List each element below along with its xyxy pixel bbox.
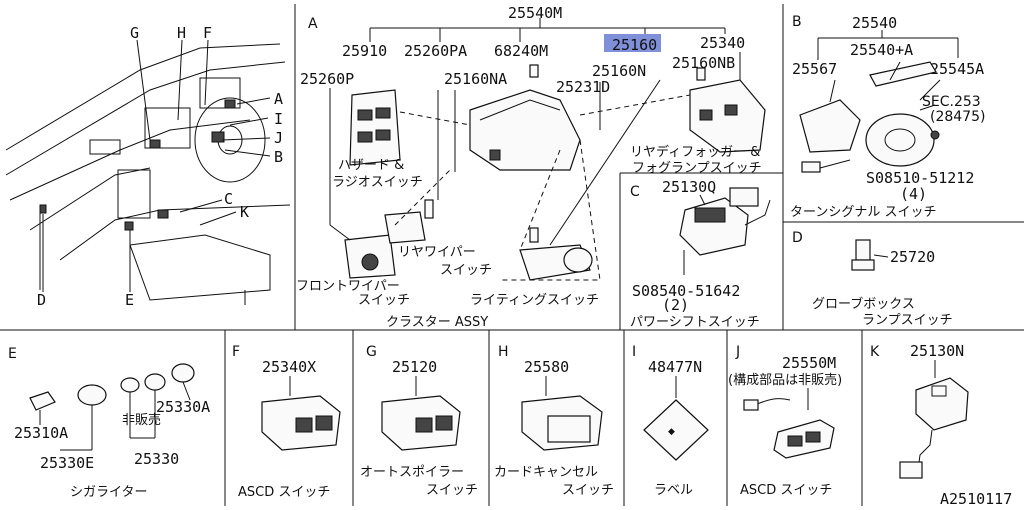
- part-25160n: 25160N: [592, 62, 646, 80]
- caption-hazard-2: ラジオスイッチ: [332, 175, 423, 190]
- highlight-25160: [604, 34, 661, 52]
- caption-card-cancel-2: スイッチ: [562, 483, 614, 498]
- part-25580: 25580: [524, 358, 569, 376]
- panel-grid: [0, 4, 1024, 506]
- callout-d: D: [37, 291, 46, 309]
- caption-auto-spoiler-2: スイッチ: [426, 483, 478, 498]
- part-48477n: 48477N: [648, 358, 702, 376]
- caption-turn-signal: ターンシグナル スイッチ: [790, 205, 936, 220]
- callout-a: A: [274, 90, 283, 108]
- callout-i: I: [274, 110, 283, 128]
- callout-c: C: [224, 190, 233, 208]
- qty-2: (2): [662, 296, 689, 314]
- panel-i: I 48477N ◆ ラベル: [632, 344, 709, 498]
- part-25120: 25120: [392, 358, 437, 376]
- caption-reardef-1: リヤディフォッガー &: [630, 144, 760, 160]
- caption-hazard-1: ハザード &: [338, 158, 404, 173]
- caption-power-shift: パワーシフトスイッチ: [630, 315, 760, 330]
- part-25550m: 25550M: [782, 354, 836, 372]
- ref-28475: (28475): [930, 109, 985, 125]
- panel-b: B 25540 25540+A 25567 25545A SEC.253 (28…: [790, 14, 985, 220]
- callout-b: B: [274, 148, 283, 166]
- panel-k: K 25130N: [870, 342, 969, 479]
- panel-a-letter: A: [308, 16, 318, 32]
- panel-b-letter: B: [792, 14, 802, 30]
- caption-lighting: ライティングスイッチ: [470, 293, 599, 308]
- part-25340: 25340: [700, 34, 745, 52]
- panel-d: D 25720 グローブボックス ランプスイッチ: [792, 230, 953, 328]
- caption-frontwiper-1: フロントワイパー: [296, 279, 400, 294]
- caption-rearwiper-2: スイッチ: [440, 263, 492, 278]
- callout-g: G: [130, 24, 139, 42]
- caption-ascd-f: ASCD スイッチ: [238, 485, 330, 500]
- overview-letters: G H F A I J B C K D E: [37, 24, 283, 309]
- part-25260p: 25260P: [300, 70, 354, 88]
- part-25567: 25567: [792, 60, 837, 78]
- part-25260pa: 25260PA: [404, 42, 467, 60]
- part-25720: 25720: [890, 248, 935, 266]
- caption-label: ラベル: [654, 483, 693, 498]
- caption-rearwiper-1: リヤワイパー: [398, 245, 476, 260]
- part-25160na: 25160NA: [444, 70, 507, 88]
- part-25130n: 25130N: [910, 342, 964, 360]
- callout-k: K: [240, 203, 249, 221]
- caption-card-cancel-1: カードキャンセル: [494, 465, 598, 480]
- callout-f: F: [203, 24, 212, 42]
- part-25330: 25330: [134, 450, 179, 468]
- part-25540a: 25540+A: [850, 41, 913, 59]
- part-25340x: 25340X: [262, 358, 316, 376]
- part-68240m: 68240M: [494, 42, 548, 60]
- svg-text:◆: ◆: [668, 427, 675, 437]
- caption-cluster: クラスター ASSY: [386, 315, 488, 330]
- panel-e-letter: E: [8, 346, 17, 362]
- panel-c: C 25130Q S08540-51642 (2) パワーシフトスイッチ: [630, 178, 771, 330]
- panel-a: A 25540M 25910 25260PA 68240M 25160 2534…: [296, 4, 766, 330]
- panel-i-letter: I: [632, 344, 636, 360]
- panel-g: G 25120 オートスポイラー スイッチ: [360, 344, 478, 498]
- callout-h: H: [177, 24, 186, 42]
- caption-cigar-lighter: シガライター: [70, 485, 147, 500]
- ref-sec253: SEC.253: [922, 94, 981, 110]
- caption-ascd-j: ASCD スイッチ: [740, 483, 832, 498]
- qty-4: (4): [900, 185, 927, 203]
- panel-f: F 25340X ASCD スイッチ: [232, 344, 341, 500]
- caption-auto-spoiler-1: オートスポイラー: [360, 465, 464, 480]
- part-25231d: 25231D: [556, 78, 610, 96]
- panel-d-letter: D: [792, 230, 803, 246]
- panel-j: J 25550M (構成部品は非販売) ASCD スイッチ: [728, 344, 842, 498]
- note-parts-not-sold: (構成部品は非販売): [728, 372, 842, 388]
- callout-j: J: [274, 129, 283, 147]
- part-25130q: 25130Q: [662, 178, 716, 196]
- caption-glove-box-1: グローブボックス: [812, 296, 915, 312]
- part-25330a: 25330A: [156, 398, 210, 416]
- caption-frontwiper-2: スイッチ: [358, 293, 410, 308]
- part-25330e: 25330E: [40, 454, 94, 472]
- part-25540: 25540: [852, 14, 897, 32]
- note-not-sold: 非販売: [122, 412, 161, 428]
- part-25310a: 25310A: [14, 424, 68, 442]
- dashboard-overview: [5, 39, 291, 305]
- part-08540-51642: S08540-51642: [632, 282, 740, 300]
- panel-f-letter: F: [232, 344, 240, 360]
- caption-reardef-2: フォグランプスイッチ: [632, 161, 762, 176]
- part-25540m: 25540M: [508, 4, 562, 22]
- panel-g-letter: G: [366, 344, 377, 360]
- panel-e: E 25310A 25330E 非販売 25330A 25330 シガライター: [8, 346, 210, 500]
- panel-h-letter: H: [498, 344, 509, 360]
- figure-id: A2510117: [940, 490, 1012, 508]
- panel-k-letter: K: [870, 344, 880, 360]
- part-08510-51212: S08510-51212: [866, 169, 974, 187]
- part-25160nb: 25160NB: [672, 54, 735, 72]
- part-25160: 25160: [612, 36, 657, 54]
- panel-j-letter: J: [735, 344, 740, 360]
- panel-c-letter: C: [630, 184, 640, 200]
- part-25910: 25910: [342, 42, 387, 60]
- caption-glove-box-2: ランプスイッチ: [862, 313, 953, 328]
- callout-e: E: [125, 291, 134, 309]
- panel-h: H 25580 カードキャンセル スイッチ: [494, 344, 614, 498]
- part-25545a: 25545A: [930, 60, 984, 78]
